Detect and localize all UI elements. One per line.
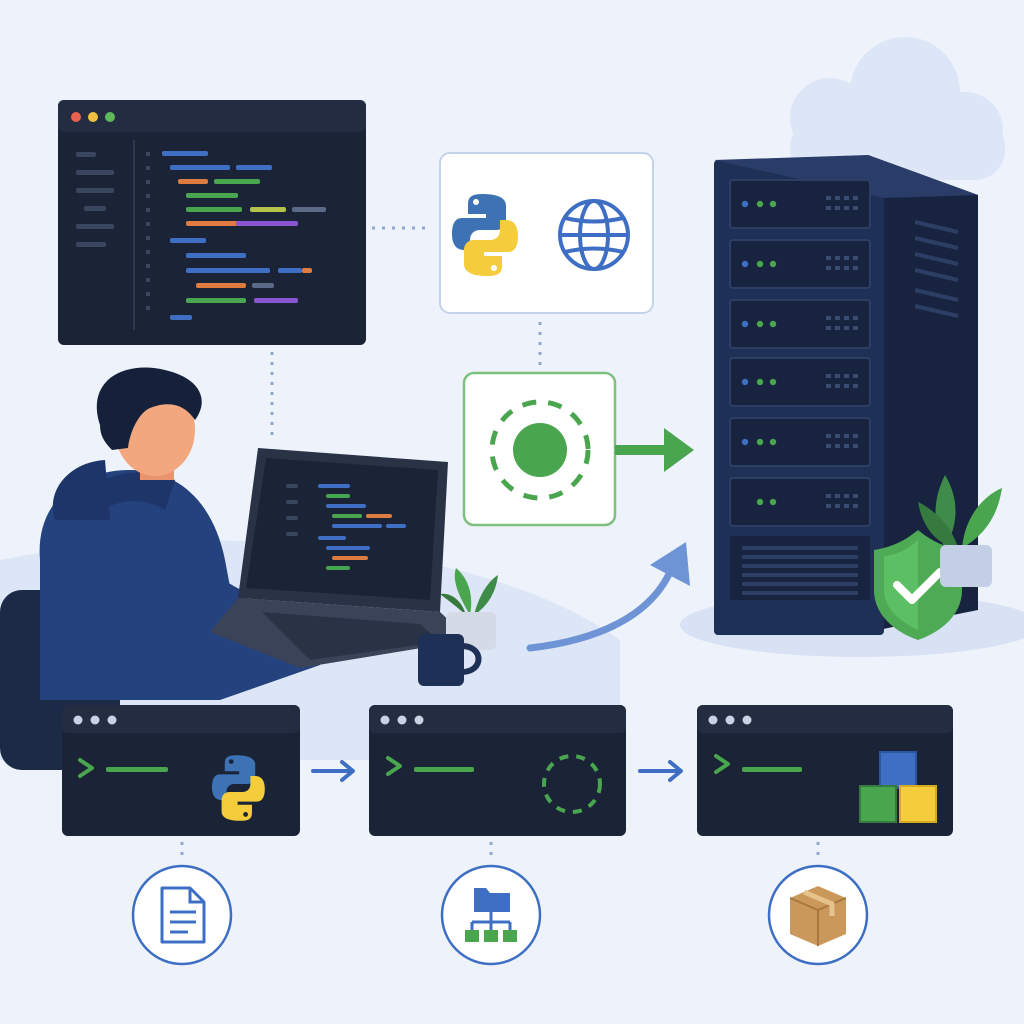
status-led xyxy=(741,200,749,208)
status-led xyxy=(769,378,777,386)
dotted-connectors xyxy=(180,226,820,862)
line-gutter xyxy=(146,152,150,310)
status-led xyxy=(756,378,764,386)
status-led xyxy=(741,438,749,446)
plant-icon xyxy=(440,568,498,650)
code-editor-window xyxy=(58,100,366,345)
code-lines xyxy=(162,151,326,320)
deploy-arrow-icon xyxy=(615,428,694,472)
window-maximize-dot xyxy=(105,112,115,122)
step-circle-folder-tree xyxy=(440,864,542,966)
server-units xyxy=(729,179,871,600)
terminal-window-3 xyxy=(697,705,953,836)
status-led xyxy=(756,200,764,208)
laptop xyxy=(210,448,470,668)
globe-icon xyxy=(558,199,630,271)
status-led xyxy=(756,260,764,268)
prompt-chevron-icon xyxy=(386,756,402,776)
cloud-icon xyxy=(790,37,1005,180)
python-logo-icon xyxy=(452,194,518,276)
window-minimize-dot xyxy=(88,112,98,122)
server-unit xyxy=(729,179,871,229)
status-led xyxy=(741,260,749,268)
status-led xyxy=(769,260,777,268)
process-panel xyxy=(462,371,617,527)
status-led xyxy=(769,438,777,446)
status-led xyxy=(756,320,764,328)
cubes-icon xyxy=(859,751,937,823)
status-led xyxy=(769,200,777,208)
terminal-window-2 xyxy=(369,705,626,836)
laptop-code-lines xyxy=(286,484,406,570)
window-close-dot xyxy=(71,112,81,122)
server-unit xyxy=(729,239,871,289)
runtime-panel xyxy=(439,152,654,314)
plant-icon xyxy=(918,475,1002,587)
status-led xyxy=(741,378,749,386)
curved-arrow-icon xyxy=(526,542,690,652)
status-led xyxy=(769,320,777,328)
terminal-window-1 xyxy=(62,705,300,836)
status-led xyxy=(756,438,764,446)
coffee-mug-icon xyxy=(418,634,482,686)
pipeline xyxy=(62,705,953,836)
folder-tree-icon xyxy=(465,888,517,942)
step-circle-document xyxy=(131,864,233,966)
sidebar-file-list xyxy=(76,152,114,247)
package-box-icon xyxy=(789,886,847,946)
server-grille xyxy=(730,536,870,600)
status-led xyxy=(756,498,764,506)
status-led xyxy=(741,320,749,328)
python-logo-icon xyxy=(212,755,265,821)
pipeline-arrow-icon xyxy=(311,760,355,782)
loading-ring-icon xyxy=(489,399,591,501)
server-unit xyxy=(729,477,871,527)
server-rack-icon xyxy=(714,155,978,635)
process-core-dot xyxy=(513,423,567,477)
pipeline-arrow-icon xyxy=(638,760,683,782)
status-led xyxy=(769,498,777,506)
loading-ring-icon xyxy=(542,754,602,814)
prompt-chevron-icon xyxy=(714,754,730,774)
server-vents xyxy=(914,220,959,318)
prompt-chevron-icon xyxy=(78,758,94,778)
server-unit xyxy=(729,417,871,467)
step-circle-package xyxy=(767,864,869,966)
server-unit xyxy=(729,357,871,407)
document-icon xyxy=(160,886,206,944)
server-unit xyxy=(729,299,871,349)
